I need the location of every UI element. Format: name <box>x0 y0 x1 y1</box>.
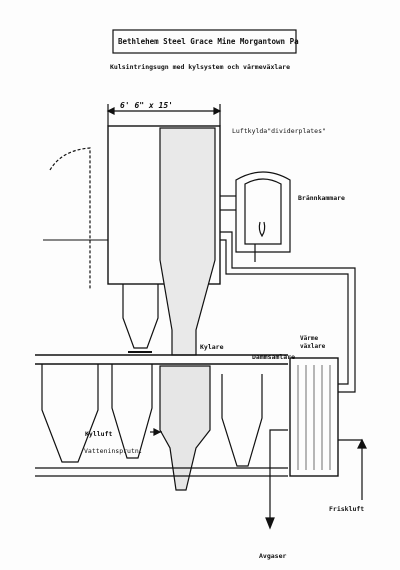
cooling-air-label: Kylluft <box>85 430 113 438</box>
kiln-dimension-label: 6' 6" x 15' <box>120 101 173 110</box>
divider-plates-label: Luftkylda"dividerplates" <box>232 127 326 135</box>
fresh-air-label: Friskluft <box>329 505 365 513</box>
diagram-title: Bethlehem Steel Grace Mine Morgantown Pa <box>118 37 299 46</box>
dimension-arrow-left <box>106 107 115 115</box>
diagram-subtitle: Kulsintringsugn med kylsystem och värmev… <box>110 63 291 71</box>
heat-exchanger-label-1: Värme <box>300 335 319 342</box>
combustion-chamber <box>235 171 291 253</box>
title-box <box>112 29 297 54</box>
left-shaft <box>49 147 91 290</box>
combustion-chamber-label: Brännkammare <box>298 194 345 202</box>
heat-exchanger <box>289 357 339 477</box>
exhaust-duct <box>269 429 288 520</box>
cyclone-left <box>41 364 99 463</box>
exhaust-label: Avgaser <box>259 552 287 560</box>
dust-collector-label: Dammsamlare <box>252 353 296 361</box>
burner-flame <box>258 221 266 238</box>
hot-air-duct <box>220 231 356 393</box>
water-injection-label: Vatteninsprutn. <box>84 447 143 455</box>
sinter-bed <box>159 127 216 356</box>
fresh-air-duct <box>338 439 363 500</box>
cooler <box>159 365 211 491</box>
kiln-hood <box>122 284 159 349</box>
dimension-arrow-right <box>213 107 222 115</box>
cyclone-center <box>111 364 153 459</box>
heat-exchanger-label-2: växlare <box>300 343 326 350</box>
cyclone-right <box>221 374 263 467</box>
cooler-label: Kylare <box>200 343 224 351</box>
